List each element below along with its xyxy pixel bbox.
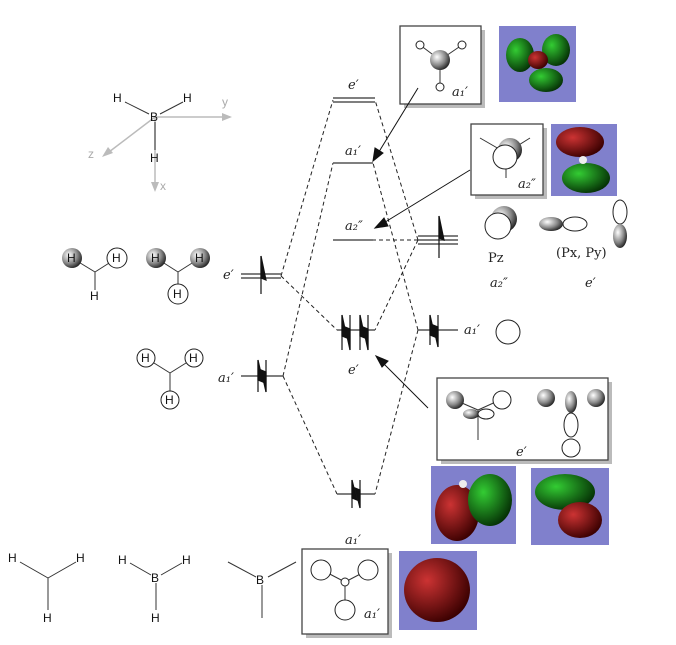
energy-levels xyxy=(241,97,458,495)
pxy-label: (Px, Py) xyxy=(556,246,607,261)
x-axis-label: x xyxy=(160,179,166,193)
b-fragment-structure: B xyxy=(227,561,297,618)
b-p-orbitals: Pz a₂″ (Px, Py) e′ xyxy=(484,199,628,291)
h-atom: H xyxy=(182,553,191,567)
mo-label-e-antibonding: e′ xyxy=(348,78,359,93)
h-atom: H xyxy=(165,393,174,407)
mo-label-e-bonding: e′ xyxy=(348,363,359,378)
h-atom: H xyxy=(43,611,52,625)
h-atom: H xyxy=(67,251,76,265)
orbital-box-e: e′ xyxy=(436,377,612,464)
mo-label-a2-nonbonding: a₂″ xyxy=(345,219,363,234)
h-atom: H xyxy=(173,287,182,301)
h-atom: H xyxy=(141,351,150,365)
h-atom: H xyxy=(151,251,160,265)
y-axis-label: y xyxy=(222,95,228,109)
boron-atom: B xyxy=(151,571,159,585)
boron-atom: B xyxy=(150,110,158,124)
h-atom: H xyxy=(183,91,192,105)
mo-render-e-1 xyxy=(431,466,516,544)
mo-label-a1-antibonding: a₁′ xyxy=(345,144,361,159)
z-axis-label: z xyxy=(88,147,94,161)
mo-label-a1-bonding: a₁′ xyxy=(345,533,361,548)
h-atom: H xyxy=(113,91,122,105)
h3-fragment-structure: H H H xyxy=(8,551,85,625)
correlation-lines xyxy=(280,99,419,495)
h-atom: H xyxy=(189,351,198,365)
h-atom: H xyxy=(195,251,204,265)
b-s-label: a₁′ xyxy=(464,323,480,338)
mo-render-a1-bonding xyxy=(399,551,477,630)
h-atom: H xyxy=(150,151,159,165)
h-atom: H xyxy=(8,551,17,565)
h-atom: H xyxy=(76,551,85,565)
orbital-box-a1-antibonding: a₁′ xyxy=(399,25,485,108)
mo-render-e-2 xyxy=(531,468,609,545)
h-atom: H xyxy=(90,289,99,303)
mo-render-a1-antibonding xyxy=(499,26,576,102)
boron-atom: B xyxy=(256,573,264,587)
h3-e-label: e′ xyxy=(223,268,234,283)
box-label: a₁′ xyxy=(452,85,468,100)
h3-a1-orbital-sketch: H H H xyxy=(136,348,204,410)
bh3-structure: H H B H xyxy=(118,553,191,625)
h-atom: H xyxy=(112,251,121,265)
box-label: a₂″ xyxy=(518,177,536,192)
h-atom: H xyxy=(151,611,160,625)
pz-symmetry-label: a₂″ xyxy=(490,276,508,291)
pxy-symmetry-label: e′ xyxy=(585,276,596,291)
bh3-axes-structure: y z x B H H H xyxy=(88,91,232,193)
orbital-box-a1-bonding: a₁′ xyxy=(301,548,392,638)
electrons xyxy=(257,215,445,509)
h3-e-orbital-sketches: H H H H H H xyxy=(62,247,210,305)
s-orbital-icon xyxy=(495,319,521,345)
orbital-box-a2: a₂″ xyxy=(470,123,547,199)
pointer-arrows xyxy=(372,87,471,409)
box-label: e′ xyxy=(516,445,527,460)
h-atom: H xyxy=(118,553,127,567)
box-label: a₁′ xyxy=(364,607,380,622)
h3-a1-label: a₁′ xyxy=(218,371,234,386)
mo-render-a2 xyxy=(551,124,617,196)
pz-label: Pz xyxy=(488,251,504,266)
